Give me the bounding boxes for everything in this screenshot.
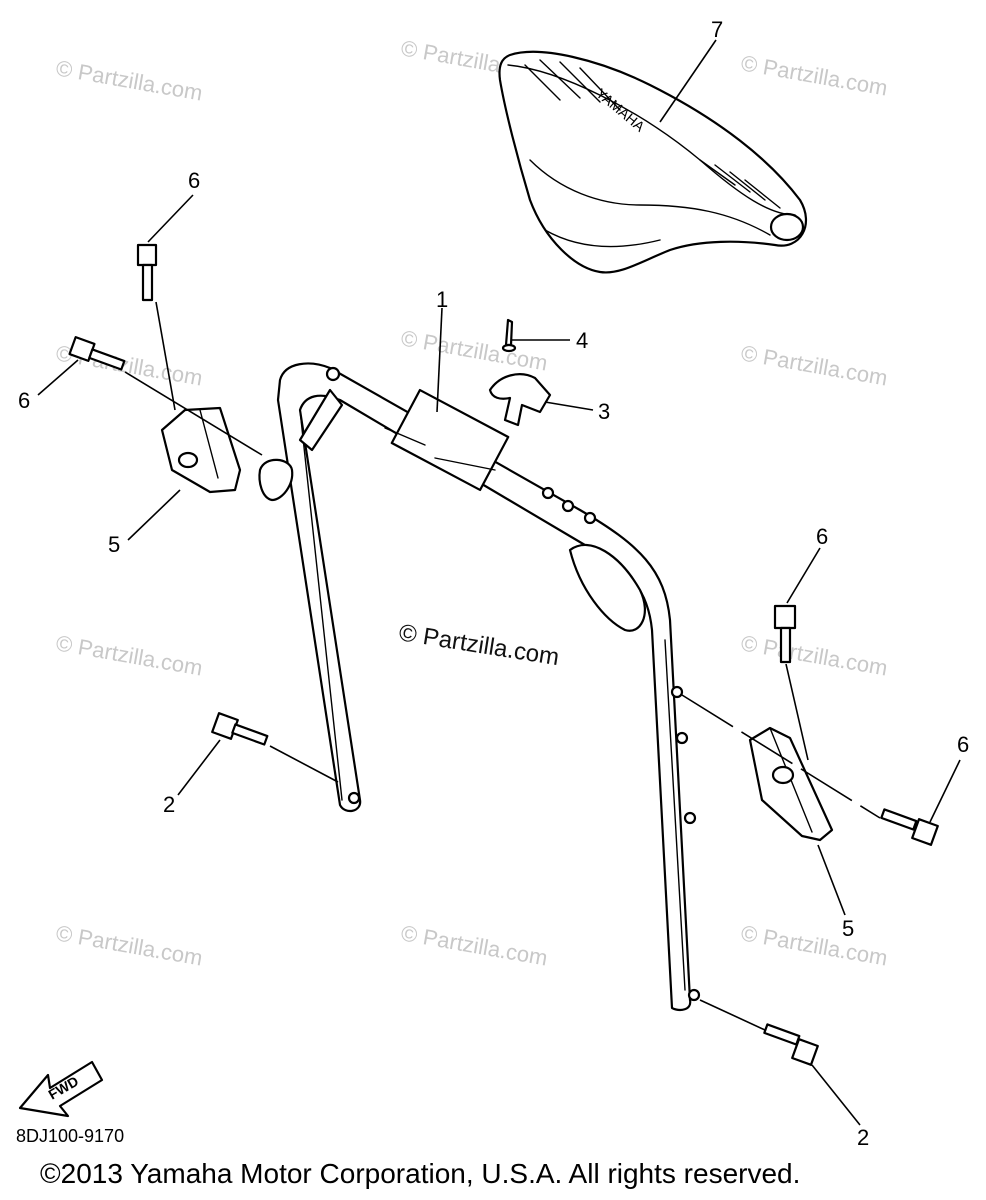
callout-6: 6 <box>816 524 828 549</box>
callout-5: 5 <box>842 916 854 941</box>
watermark: © Partzilla.com <box>54 55 204 105</box>
watermark: © Partzilla.com <box>399 325 549 375</box>
callout-5: 5 <box>108 532 120 557</box>
callout-6: 6 <box>188 168 200 193</box>
watermark: © Partzilla.com <box>739 920 889 970</box>
watermark: © Partzilla.com <box>739 630 889 680</box>
callout-leaders <box>37 39 961 1126</box>
callout-1: 1 <box>436 287 448 312</box>
watermark: © Partzilla.com <box>399 920 549 970</box>
callout-7: 7 <box>711 17 723 42</box>
callout-6: 6 <box>957 732 969 757</box>
watermark-center: © Partzilla.com <box>397 619 561 671</box>
watermark: © Partzilla.com <box>739 50 889 100</box>
diagram-code: 8DJ100-9170 <box>16 1126 125 1146</box>
clamp-bracket <box>488 318 552 427</box>
assembly-lines <box>124 301 881 1031</box>
bolts <box>68 243 939 1066</box>
callout-6: 6 <box>18 388 30 413</box>
callout-4: 4 <box>576 328 588 353</box>
bolts-frame <box>325 366 701 1002</box>
seat: YAMAHA <box>498 50 808 274</box>
callout-3: 3 <box>598 399 610 424</box>
frame-bar <box>258 362 701 1011</box>
watermark: © Partzilla.com <box>739 340 889 390</box>
bracket-left <box>160 406 242 494</box>
copyright-text: ©2013 Yamaha Motor Corporation, U.S.A. A… <box>40 1158 801 1189</box>
callouts: 7 1 4 3 6 6 5 6 6 5 2 2 <box>18 17 969 1150</box>
fwd-arrow-icon: FWD <box>18 1060 104 1118</box>
watermark: © Partzilla.com <box>54 630 204 680</box>
watermark: © Partzilla.com <box>54 920 204 970</box>
callout-2: 2 <box>163 792 175 817</box>
callout-2: 2 <box>857 1125 869 1150</box>
bracket-right <box>748 726 834 842</box>
